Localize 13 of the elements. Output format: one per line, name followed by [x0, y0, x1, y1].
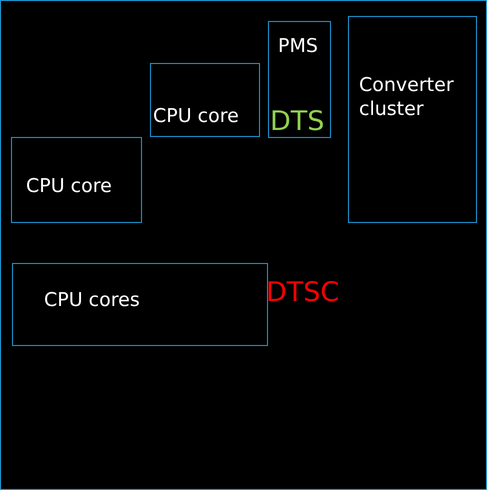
- block-outline: [150, 63, 260, 137]
- block-outline: [11, 137, 142, 223]
- die-outline: [0, 0, 487, 490]
- block-outline: [348, 16, 477, 223]
- block-label: CPU cores: [44, 288, 141, 312]
- sensor-label: DTS: [270, 106, 326, 138]
- block-label: Converter cluster: [359, 73, 455, 121]
- block-label: PMS: [278, 34, 319, 58]
- block-outline: [268, 21, 331, 138]
- block-label: CPU core: [26, 174, 113, 198]
- controller-label: DTSC: [266, 277, 340, 309]
- block-label: CPU core: [153, 104, 240, 128]
- block-outline: [12, 263, 268, 346]
